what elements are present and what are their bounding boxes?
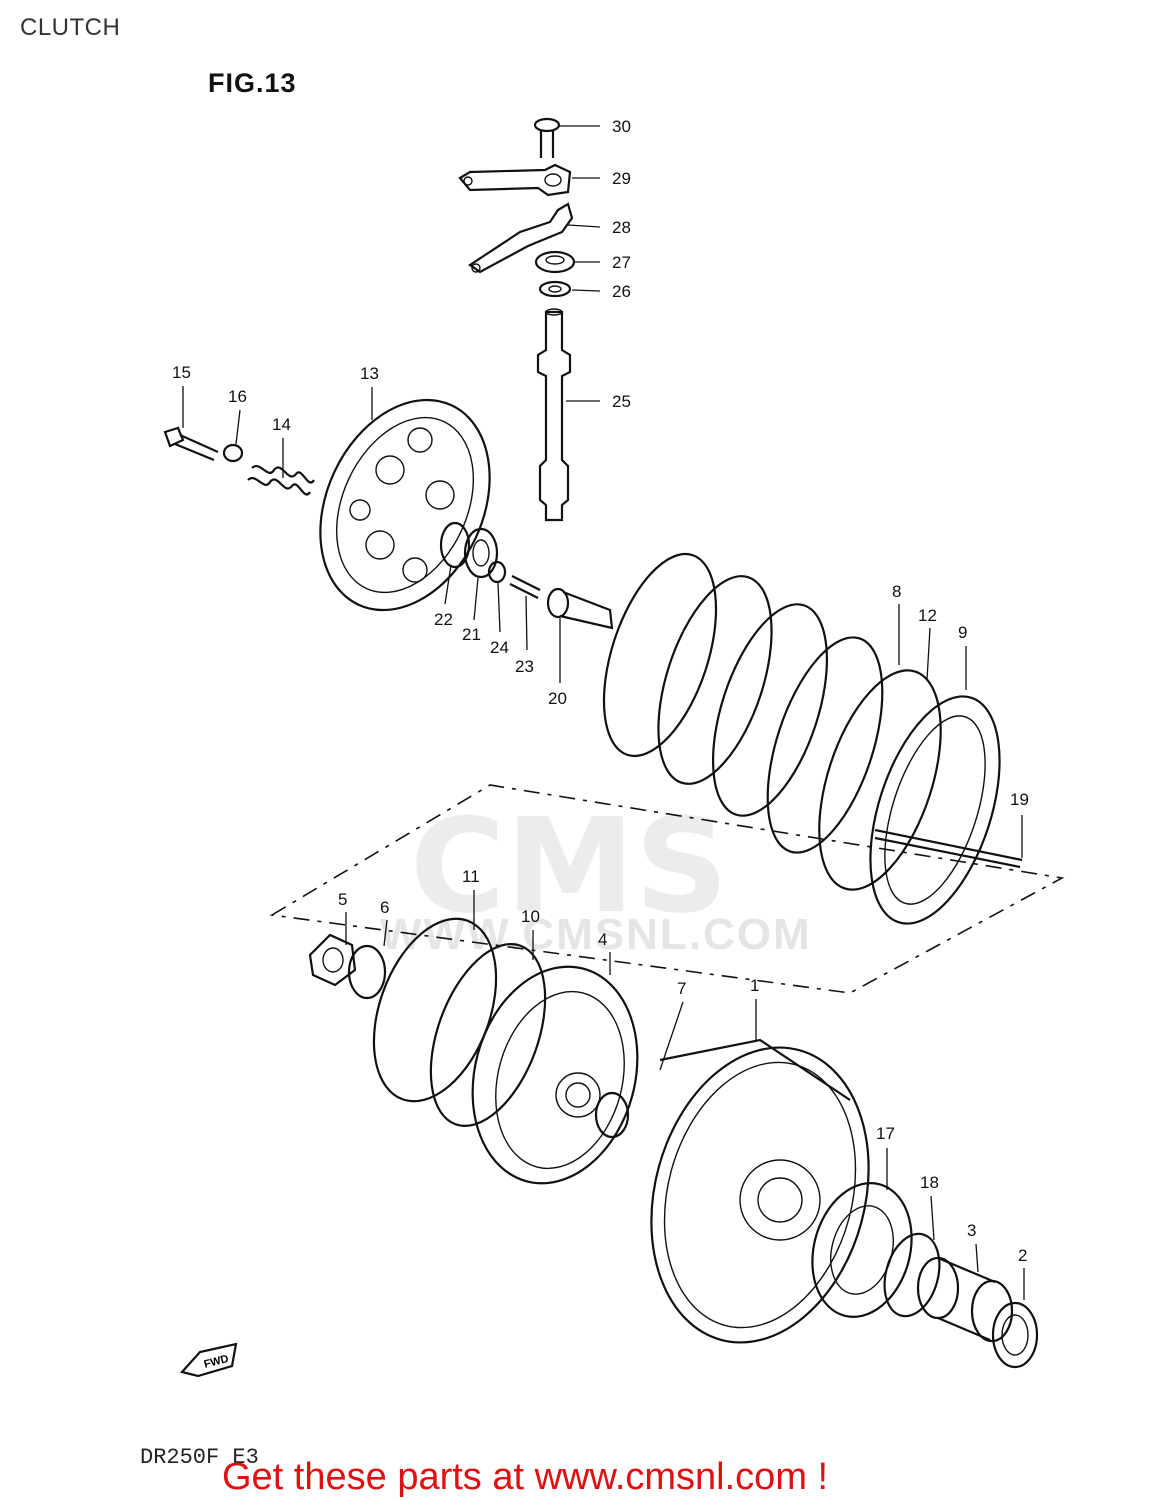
callout-label-14: 14: [272, 415, 291, 434]
leader-line-22: [444, 564, 452, 605]
part-22-washer: [439, 521, 471, 569]
callout-label-15: 15: [172, 363, 191, 382]
part-27-oil-seal: [534, 250, 576, 274]
part-1-clutch-housing: [650, 1038, 870, 1344]
leader-line-28: [567, 224, 601, 228]
callout-label-25: 25: [612, 392, 631, 411]
callout-label-19: 19: [1010, 790, 1029, 809]
leader-line-12: [926, 627, 931, 681]
leader-line-18: [930, 1195, 935, 1241]
callout-label-10: 10: [521, 907, 540, 926]
part-10-ring: [429, 943, 547, 1127]
part-13-pressure-plate: [319, 398, 491, 612]
leader-line-24: [497, 582, 501, 633]
leader-line-16: [235, 409, 241, 445]
part-7-spacer: [594, 1091, 630, 1139]
model-code: DR250F E3: [140, 1445, 259, 1470]
callout-label-18: 18: [920, 1173, 939, 1192]
part-24-nut: [487, 560, 507, 584]
callout-label-3: 3: [967, 1221, 976, 1240]
part-16-washer: [222, 443, 244, 463]
part-14-spring: [247, 465, 315, 496]
callout-label-17: 17: [876, 1124, 895, 1143]
cmsnl-parts-link[interactable]: Get these parts at www.cmsnl.com !: [222, 1456, 829, 1498]
callout-label-28: 28: [612, 218, 631, 237]
callout-label-9: 9: [958, 623, 967, 642]
part-18-circlip: [883, 1232, 941, 1318]
part-2-washer: [991, 1301, 1039, 1369]
part-4-sleeve-hub: [471, 965, 639, 1185]
callout-label-1: 1: [750, 976, 759, 995]
clutch-plates-stack: [602, 552, 1001, 925]
part-11-wire-ring: [372, 917, 498, 1103]
part-15-bolt: [163, 426, 219, 462]
part-3-spacer: [916, 1256, 1014, 1343]
part-5-nut: [308, 933, 357, 987]
leader-line-21: [473, 577, 479, 621]
callout-label-12: 12: [918, 606, 937, 625]
page-title: CLUTCH: [20, 14, 121, 41]
part-26-washer: [538, 280, 572, 298]
callout-label-2: 2: [1018, 1246, 1027, 1265]
callout-label-29: 29: [612, 169, 631, 188]
callout-label-6: 6: [380, 898, 389, 917]
callout-label-7: 7: [677, 979, 686, 998]
callout-label-21: 21: [462, 625, 481, 644]
part-29-release-arm: [458, 163, 572, 197]
callout-label-4: 4: [598, 930, 607, 949]
part-20-push-piece: [546, 587, 614, 630]
callout-label-5: 5: [338, 890, 347, 909]
callout-label-22: 22: [434, 610, 453, 629]
callout-label-8: 8: [892, 582, 901, 601]
part-23-rod: [509, 575, 541, 599]
callout-label-13: 13: [360, 364, 379, 383]
group-outline: [269, 784, 1065, 994]
part-21-bearing: [463, 527, 499, 579]
callout-label-20: 20: [548, 689, 567, 708]
part-30-screw: [533, 117, 561, 158]
part-25-release-shaft: [536, 308, 572, 522]
part-19-push-rod: [874, 828, 1023, 869]
callout-label-26: 26: [612, 282, 631, 301]
part-6-lock-washer: [347, 944, 387, 1000]
callout-label-16: 16: [228, 387, 247, 406]
callout-label-23: 23: [515, 657, 534, 676]
leader-line-3: [975, 1243, 979, 1273]
figure-title: FIG.13: [208, 68, 297, 98]
leader-line-26: [571, 289, 601, 292]
callout-label-27: 27: [612, 253, 631, 272]
fwd-arrow-icon: FWD: [179, 1342, 238, 1378]
callout-label-30: 30: [612, 117, 631, 136]
part-28-lever: [468, 202, 574, 274]
leader-line-7: [659, 1001, 684, 1071]
callout-label-11: 11: [462, 867, 480, 886]
leader-line-23: [525, 595, 528, 651]
leader-line-6: [383, 919, 388, 947]
callout-label-24: 24: [490, 638, 509, 657]
